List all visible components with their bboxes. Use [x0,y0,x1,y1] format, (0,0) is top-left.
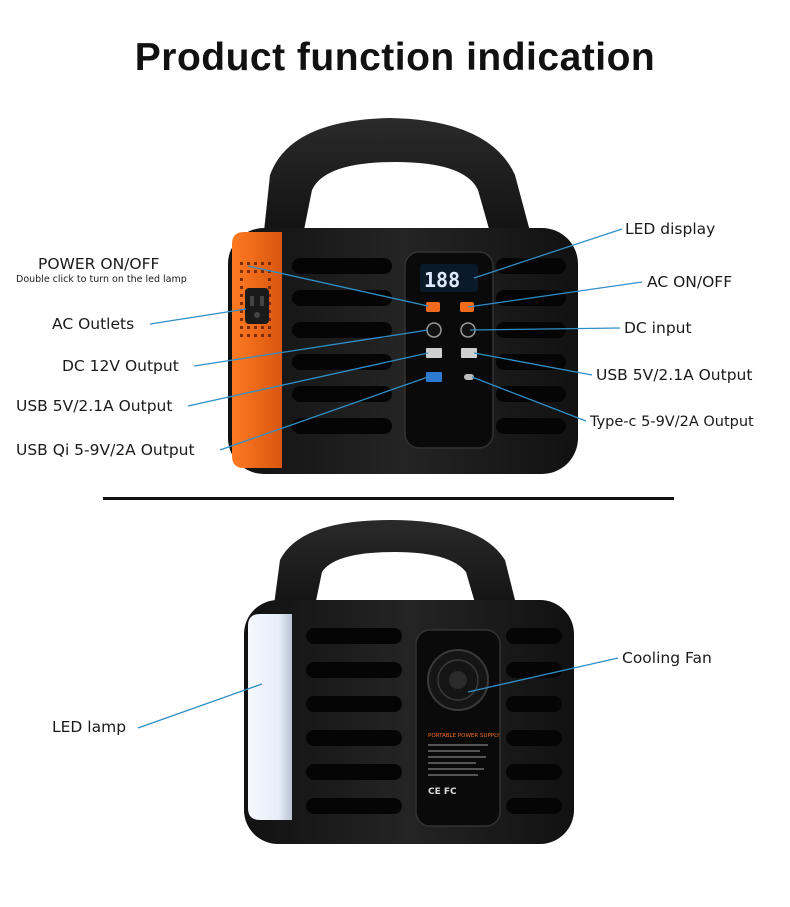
led-display-digits: 188 [424,268,460,292]
label-ac-outlets: AC Outlets [52,315,135,333]
usb-qi-port [426,372,442,382]
top-control-panel [404,251,494,449]
bottom-right-ribs [506,628,562,814]
label-power-note: Double click to turn on the led lamp [16,274,187,285]
type-c-port [464,374,474,380]
label-power-onoff: POWER ON/OFF [38,255,160,273]
label-usb-left: USB 5V/2.1A Output [16,397,173,415]
top-left-ribs [292,258,392,434]
top-handle [262,118,535,250]
spec-lines [428,744,488,776]
usb-port-left [426,348,442,358]
bottom-left-ribs [306,628,402,814]
bottom-handle [272,520,520,620]
power-button [426,302,440,312]
back-label-title: PORTABLE POWER SUPPLY [428,733,500,739]
dc12v-port [426,322,442,338]
label-ac-onoff: AC ON/OFF [647,273,733,291]
section-divider [103,497,674,500]
label-led-display: LED display [625,220,716,238]
led-lamp-panel [248,614,292,820]
ac-socket [245,288,269,324]
top-orange-side [232,232,282,468]
cert-marks: CE FC [428,787,457,797]
page-title: Product function indication [134,36,656,79]
label-cooling-fan: Cooling Fan [622,649,712,667]
label-type-c: Type-c 5-9V/2A Output [590,414,754,430]
led-display-screen [420,264,478,292]
label-led-lamp: LED lamp [52,718,127,736]
ac-button [460,302,474,312]
usb-port-right [461,348,477,358]
label-usb-right: USB 5V/2.1A Output [596,366,753,384]
top-callout-lines [149,228,643,451]
label-dc12v: DC 12V Output [62,357,179,375]
top-vent-holes [240,262,271,337]
top-power-station: 188 [228,118,578,474]
label-usb-qi: USB Qi 5-9V/2A Output [16,441,195,459]
bottom-power-station: PORTABLE POWER SUPPLY CE FC [244,520,574,844]
label-dc-input: DC input [624,319,692,337]
bottom-callout-lines [137,657,619,729]
